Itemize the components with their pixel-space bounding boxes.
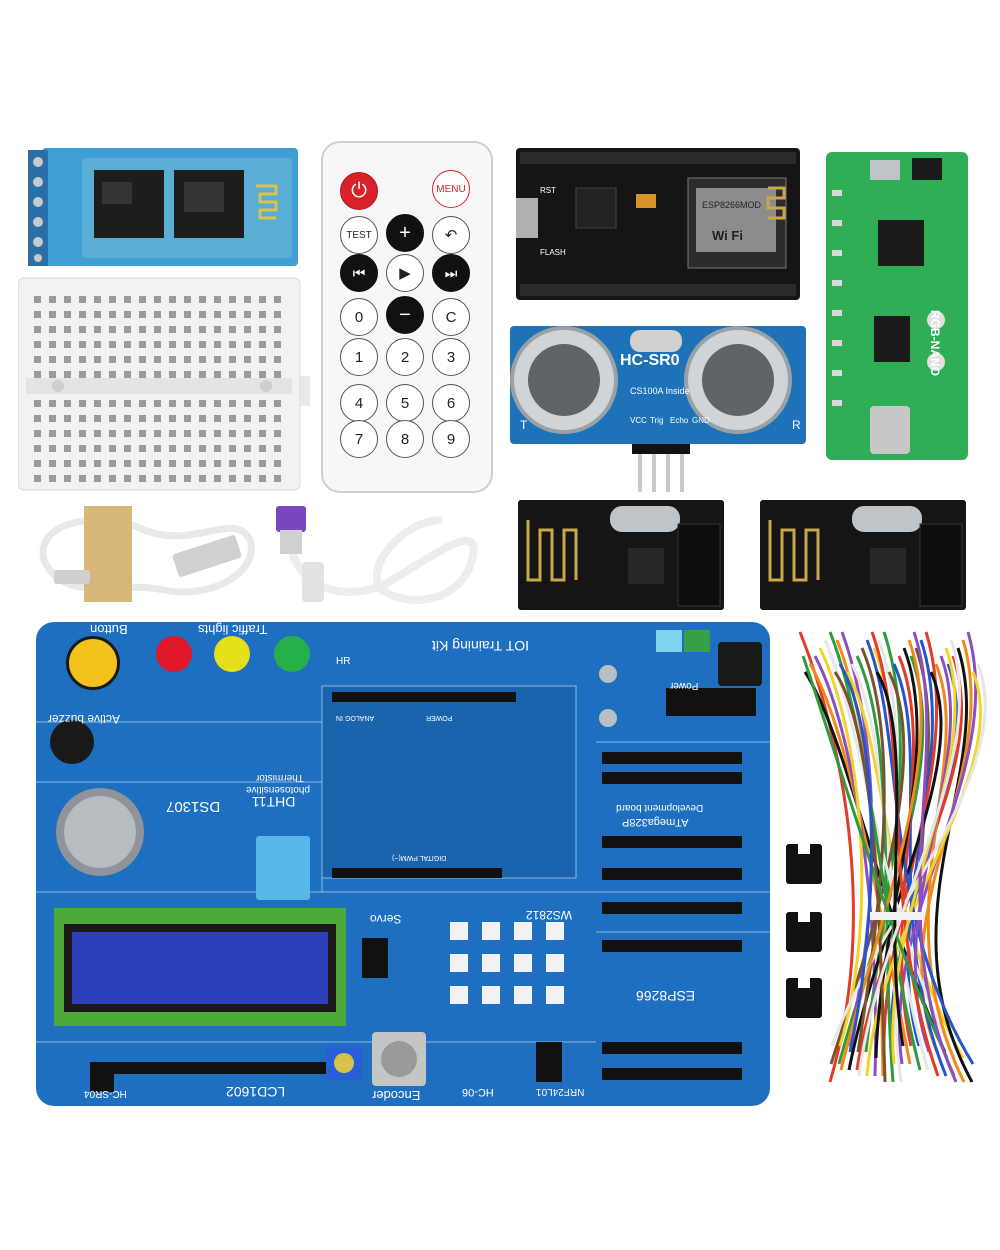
esp-rst-label: RST <box>540 186 556 195</box>
ds1307-label: DS1307 <box>166 798 221 815</box>
hc-sr04-label: HC-SR04 <box>84 1088 127 1099</box>
nrf24-module-1-art <box>518 500 724 610</box>
digit-1-button[interactable]: 1 <box>340 338 378 376</box>
power-header-label: POWER <box>426 714 453 721</box>
mini-breadboard-art <box>17 277 310 491</box>
jumper-wires-art <box>798 631 987 1083</box>
bluetooth-module <box>24 146 300 270</box>
ultrasonic-pin-trig: Trig <box>650 416 664 425</box>
bluetooth-module-art <box>28 148 298 266</box>
esp8266-label: ESP8266 <box>636 988 696 1004</box>
jumper-caps-art <box>786 844 822 1018</box>
mini-breadboard <box>17 276 310 491</box>
digit-4-button[interactable]: 4 <box>340 384 378 422</box>
back-button[interactable]: ↶ <box>432 216 470 254</box>
nrf24l01-label: NRF24L01 <box>536 1086 585 1097</box>
active-buzzer-label: Active buzzer <box>48 712 121 726</box>
next-button[interactable]: ⏭ <box>432 254 470 292</box>
esp-module-label: ESP8266MOD <box>702 200 762 210</box>
play-button[interactable]: ▶ <box>386 254 424 292</box>
ultrasonic-label: HC-SR0 <box>620 352 680 369</box>
ultrasonic-pin-vcc: VCC <box>630 416 647 425</box>
nrf24-module-2-art <box>760 500 966 610</box>
type-c-cable <box>262 500 494 616</box>
digit-3-button[interactable]: 3 <box>432 338 470 376</box>
power-label: Power <box>670 680 699 691</box>
zero-button[interactable]: 0 <box>340 298 378 336</box>
digit-9-button[interactable]: 9 <box>432 420 470 458</box>
test-button[interactable]: TEST <box>340 216 378 254</box>
iot-board-pcb <box>36 622 770 1106</box>
ultrasonic-sensor: HC-SR0 CS100A Inside T R VCC Trig Echo G… <box>506 312 808 496</box>
power-button[interactable]: ⏻ <box>340 172 378 210</box>
dev-board-label: Development board <box>616 802 704 813</box>
ultrasonic-sensor-art <box>510 326 806 492</box>
green-led <box>274 636 310 672</box>
nrf24-module-2 <box>760 500 966 610</box>
atmega-label: ATmega328P <box>622 816 689 828</box>
ws2812-label: WS2812 <box>526 908 573 922</box>
nrf24-module-1 <box>518 500 724 610</box>
menu-button[interactable]: MENU <box>432 170 470 208</box>
type-c-cable-art <box>276 506 478 604</box>
ultrasonic-pin-echo: Echo <box>670 416 689 425</box>
ultrasonic-sub-label: CS100A Inside <box>630 386 690 396</box>
servo-label: Servo <box>370 912 402 926</box>
esp-flash-label: FLASH <box>540 248 566 257</box>
button-label: Button <box>90 622 128 637</box>
dht11-label: DHT11 <box>252 794 296 810</box>
plus-button[interactable]: + <box>386 214 424 252</box>
digit-8-button[interactable]: 8 <box>386 420 424 458</box>
c-button[interactable]: C <box>432 298 470 336</box>
esp8266-nodemcu: ESP8266MOD Wi Fi RST FLASH <box>516 148 800 300</box>
micro-usb-cable-art <box>39 506 255 602</box>
digit-7-button[interactable]: 7 <box>340 420 378 458</box>
nano-label: RGB-NANO <box>928 310 942 376</box>
board-title: IOT Training Kit <box>432 638 530 654</box>
yellow-led <box>214 636 250 672</box>
ultrasonic-r-label: R <box>792 418 801 432</box>
digit-2-button[interactable]: 2 <box>386 338 424 376</box>
red-led <box>156 636 192 672</box>
analog-in-label: ANALOG IN <box>336 714 375 721</box>
minus-button[interactable]: − <box>386 296 424 334</box>
ultrasonic-t-label: T <box>520 418 528 432</box>
prev-button[interactable]: ⏮ <box>340 254 378 292</box>
yellow-push-button[interactable] <box>66 636 120 690</box>
digit-5-button[interactable]: 5 <box>386 384 424 422</box>
esp-wifi-label: Wi Fi <box>712 228 743 243</box>
rgb-nano-board: RGB-NANO <box>824 150 970 462</box>
hc06-label: HC-06 <box>462 1086 494 1098</box>
lcd1602-label: LCD1602 <box>226 1084 286 1100</box>
iot-training-board: Button Traffic lights IOT Training Kit P… <box>36 622 770 1106</box>
ultrasonic-pin-gnd: GND <box>692 416 710 425</box>
digital-pwm-label: DIGITAL PWM(~) <box>392 854 447 861</box>
hr-label: HR <box>336 656 351 667</box>
micro-usb-cable <box>24 500 260 610</box>
esp8266-nodemcu-art <box>516 148 800 300</box>
encoder-label: Encoder <box>372 1088 421 1103</box>
digit-6-button[interactable]: 6 <box>432 384 470 422</box>
thermistor-label: Thermistor <box>256 772 304 783</box>
ir-remote: ⏻ MENU TEST + ↶ ⏮ ▶ ⏭ 0 − C 1 2 3 4 5 6 … <box>320 140 495 496</box>
jumper-caps <box>780 838 830 1028</box>
jumper-wires-bundle <box>770 612 992 1100</box>
rgb-nano-art <box>826 152 968 460</box>
traffic-lights-label: Traffic lights <box>198 622 268 637</box>
